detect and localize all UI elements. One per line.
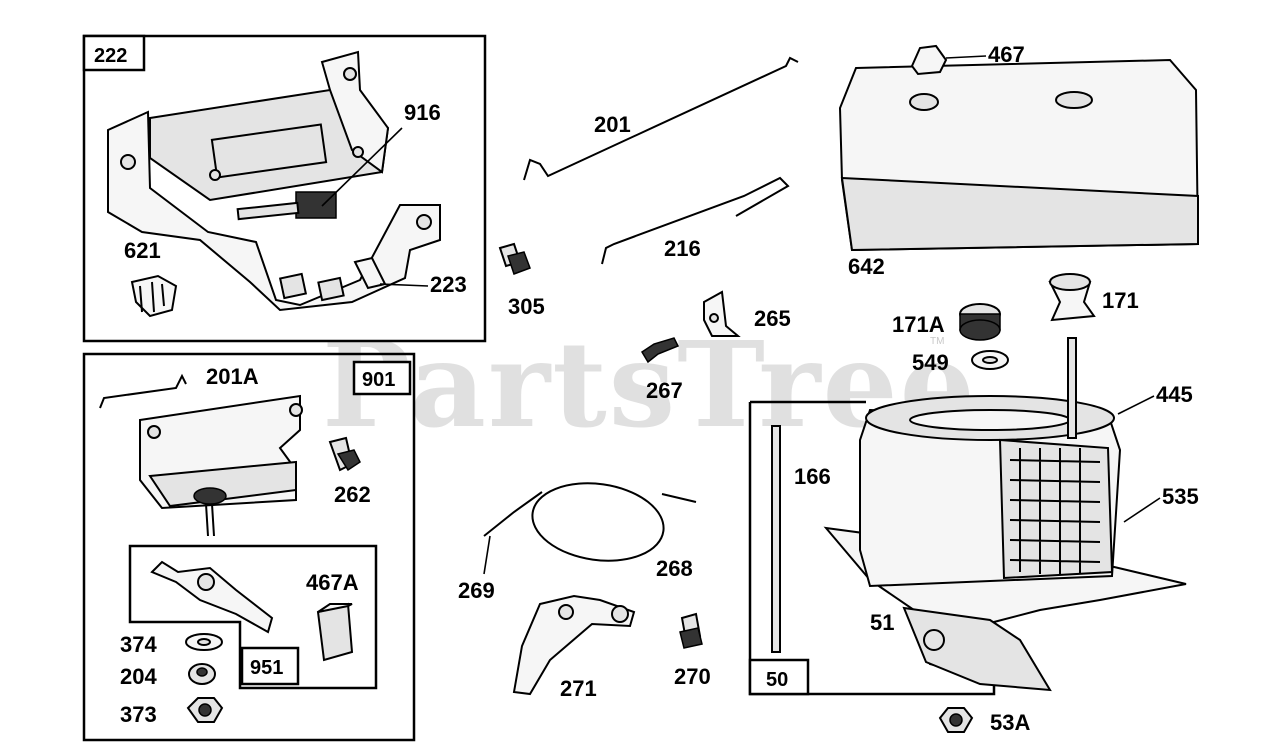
washer-549[interactable]: [971, 350, 1009, 370]
leader-467: [945, 55, 987, 59]
link-rod-201A[interactable]: [99, 373, 187, 409]
callout-549: 549: [912, 350, 949, 375]
clip-265[interactable]: [703, 290, 741, 337]
callout-268: 268: [656, 556, 693, 581]
callout-51: 51: [870, 610, 894, 635]
callout-373: 373: [120, 702, 157, 727]
callout-201: 201: [594, 112, 631, 137]
leader-269: [483, 535, 491, 575]
callout-166: 166: [794, 464, 831, 489]
assembly-box-901[interactable]: 901: [82, 352, 416, 742]
callout-621: 621: [124, 238, 161, 263]
nut-171A[interactable]: [959, 303, 1001, 341]
callout-467A: 467A: [306, 570, 359, 595]
callout-305: 305: [508, 294, 545, 319]
screw-267[interactable]: [640, 337, 680, 364]
assembly-box-951[interactable]: 951: [128, 544, 378, 690]
block-part-467A[interactable]: [316, 602, 354, 662]
knob-467[interactable]: [910, 44, 948, 76]
callout-267: 267: [646, 378, 683, 403]
callout-271: 271: [560, 676, 597, 701]
callout-535: 535: [1162, 484, 1199, 509]
callout-270: 270: [674, 664, 711, 689]
control-bracket-part[interactable]: [107, 50, 441, 312]
bracket-271[interactable]: [512, 594, 636, 696]
box-label-50: 50: [766, 669, 788, 691]
nut-204[interactable]: [188, 663, 216, 685]
leader-445: [1117, 395, 1155, 415]
nut-53A[interactable]: [938, 707, 974, 733]
callout-204: 204: [120, 664, 157, 689]
clip-part-621[interactable]: [130, 274, 178, 318]
stud-166[interactable]: [771, 425, 781, 653]
callout-171A: 171A: [892, 312, 945, 337]
governor-link-201[interactable]: [523, 56, 799, 181]
callout-269: 269: [458, 578, 495, 603]
assembly-box-222[interactable]: 222: [82, 34, 487, 343]
nut-171[interactable]: [1048, 273, 1096, 322]
nut-373[interactable]: [186, 697, 224, 723]
cable-268[interactable]: [483, 475, 697, 569]
leader-535: [1123, 497, 1161, 523]
callout-467: 467: [988, 42, 1025, 67]
watermark-trademark: TM: [930, 336, 944, 347]
long-stud[interactable]: [1067, 337, 1077, 439]
control-plate-part[interactable]: [139, 394, 303, 537]
callout-223: 223: [430, 272, 467, 297]
screw-305[interactable]: [498, 242, 531, 275]
leader-223: [379, 283, 429, 287]
box-label-951: 951: [250, 657, 283, 679]
callout-171: 171: [1102, 288, 1139, 313]
leader-916: [321, 127, 403, 207]
callout-265: 265: [754, 306, 791, 331]
callout-53A: 53A: [990, 710, 1030, 735]
filter-element-535[interactable]: [998, 438, 1114, 580]
box-label-901: 901: [362, 369, 395, 391]
callout-916: 916: [404, 100, 441, 125]
box-label-222: 222: [94, 45, 127, 67]
callout-216: 216: [664, 236, 701, 261]
air-cleaner-cover-642[interactable]: [838, 58, 1200, 252]
washer-374[interactable]: [185, 633, 223, 651]
callout-201A: 201A: [206, 364, 259, 389]
choke-link-216[interactable]: [601, 176, 790, 265]
callout-642: 642: [848, 254, 885, 279]
callout-262: 262: [334, 482, 371, 507]
lever-part-374[interactable]: [150, 560, 274, 634]
callout-445: 445: [1156, 382, 1193, 407]
screw-270[interactable]: [679, 612, 703, 649]
callout-374: 374: [120, 632, 157, 657]
screw-262[interactable]: [328, 436, 361, 472]
